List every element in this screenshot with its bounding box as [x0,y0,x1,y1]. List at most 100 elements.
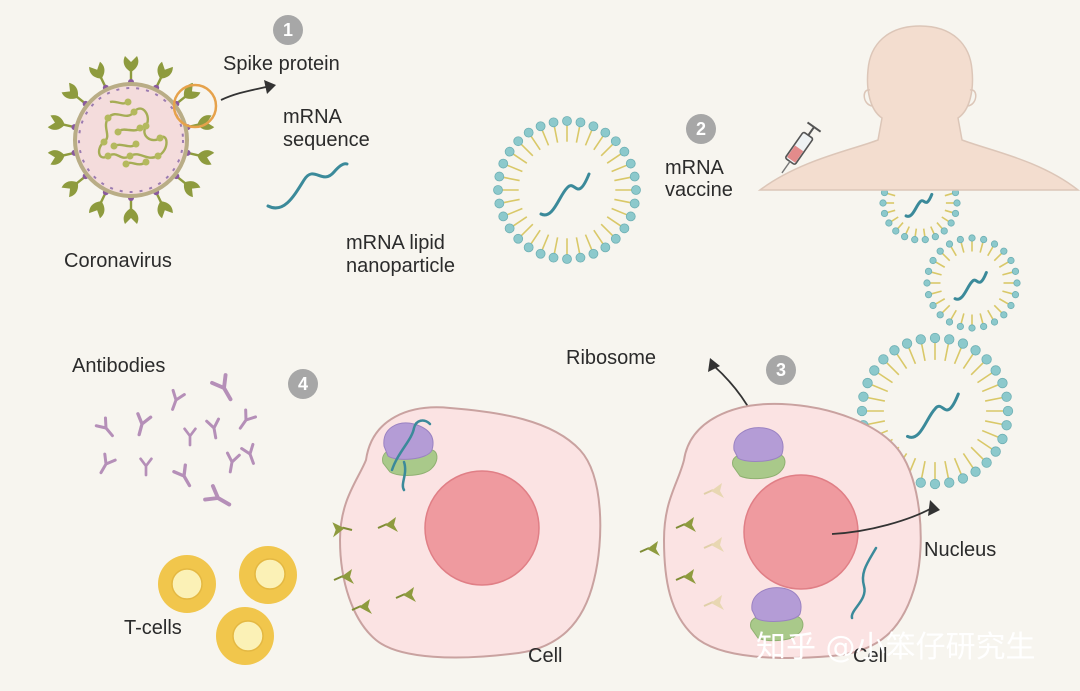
lipid-tail [575,126,581,143]
lipid-tail [950,245,957,257]
lipid-tail [934,261,946,268]
lipid-head [981,354,992,365]
step-number: 1 [283,20,293,40]
lipid-head [513,136,524,147]
lipid-tail [987,245,994,257]
lipid-nanoparticle-mid [923,234,1021,332]
step-number: 3 [776,360,786,380]
lipid-tail [993,252,1003,262]
lipid-head [862,377,873,389]
lipid-head [953,199,961,207]
cell-right-label: Cell [853,645,887,667]
lipid-tail [987,309,994,321]
lipid-tail [981,429,999,438]
t-cells-label: T-cells [124,617,182,639]
lipid-tail [553,126,559,143]
lipid-head [915,477,926,488]
t-cell [216,607,274,665]
lipid-tail [575,237,581,254]
lipid-tail [944,460,950,479]
lipid-tail [614,176,631,182]
syringe-icon [781,121,822,174]
lipid-tail [941,252,951,262]
mrna-strand [390,419,432,492]
lipid-head [968,234,976,242]
lipid-tail [512,216,528,227]
lipid-head [929,478,941,490]
lipid-head [619,146,630,157]
lipid-head [997,433,1008,445]
lipid-tail [896,222,904,230]
lipid-head [990,240,999,248]
lipid-tail [871,384,889,393]
lipid-tail [941,216,950,223]
lipid-tail [506,164,523,173]
step-badge-3: 3 [766,355,796,385]
lipid-head [911,236,919,244]
lipid-tail [867,396,886,402]
lipid-head [968,324,976,332]
lipid-head [892,227,900,235]
lipid-tail [606,216,622,227]
lipid-head [951,209,960,218]
lipid-head [494,198,505,209]
lipid-tail [503,198,520,204]
spike-protein-label: Spike protein [223,53,340,75]
lipid-tail [950,309,957,321]
lipid-head [957,473,969,484]
lipid-tail [1002,290,1014,295]
lipid-head [498,158,509,169]
t-cells [158,546,297,665]
lipid-head [945,318,954,326]
lipid-head [1011,267,1020,275]
mrna-vaccine-label-line2: vaccine [665,179,733,201]
nucleus-arrow [831,507,933,535]
lipid-head [869,365,880,376]
lipid-head [575,252,586,263]
lipid-tail [970,361,985,376]
lipid-tail [541,234,550,251]
mrna-sequence-label-line1: mRNA [283,106,343,128]
lipid-head [629,198,640,209]
lipid-tail [600,143,614,157]
lipid-head [498,211,509,222]
lipid-head [957,338,969,349]
lipid-head [997,377,1008,389]
lipid-head [880,209,889,218]
lipid-head [1001,391,1012,402]
cell-left [338,406,602,659]
lipid-head [921,236,929,244]
lipid-tail [953,457,962,475]
lipid-head [625,158,636,169]
lipid-head [929,256,937,265]
lipid-head [600,242,611,253]
lipid-tail [530,135,541,151]
lipid-tail [530,229,541,245]
lipid-tail [960,241,965,253]
lipid-head [562,254,572,264]
lipid-head [1007,256,1015,265]
ribosome [732,427,786,480]
lipid-tail [977,372,993,384]
lipid-tail [984,396,1003,402]
nucleus-arrow-head [928,500,940,516]
lipid-head [923,279,931,287]
lipid-head [931,233,939,241]
lipid-tail [520,223,534,237]
lipid-head [940,227,948,235]
ribosome-lower [750,587,804,642]
lipid-tail [611,164,628,173]
step-badge-2: 2 [686,114,716,144]
lipid-tail [584,129,593,146]
t-cell [239,546,297,604]
cell-left-label: Cell [528,645,562,667]
lipid-head [944,477,955,488]
lipid-tail [979,313,984,325]
ribosome-label: Ribosome [566,347,656,369]
lipid-tail [960,313,965,325]
lipid-tail [503,176,520,182]
lipid-head [1001,420,1012,431]
lipid-head [610,136,621,147]
lipid-head [1011,291,1020,299]
lipid-tail [993,304,1003,314]
